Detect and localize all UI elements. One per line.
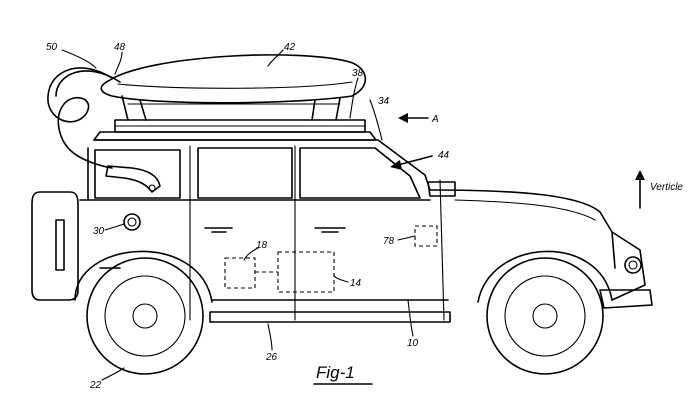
- label-10: 10: [407, 338, 419, 349]
- spare-tire: [31, 191, 79, 301]
- rear-wheel-arch: [74, 250, 213, 303]
- rocker-panel: [209, 311, 451, 323]
- label-34: 34: [378, 96, 390, 107]
- label-50: 50: [46, 42, 58, 53]
- rear-side-window: [94, 149, 181, 199]
- label-a: A: [431, 114, 439, 125]
- front-wheel-arch: [477, 250, 613, 303]
- label-26: 26: [265, 352, 278, 363]
- rear-wheel: [86, 257, 204, 375]
- front-wheel: [486, 257, 604, 375]
- label-38: 38: [352, 68, 364, 79]
- vertical-direction-arrow: [635, 170, 645, 209]
- front-door-window: [299, 147, 421, 199]
- label-22: 22: [89, 380, 102, 391]
- label-30: 30: [93, 226, 105, 237]
- side-panel-arrow: [390, 155, 433, 170]
- label-48: 48: [114, 42, 126, 53]
- charging-cable: [47, 67, 121, 169]
- front-bumper: [599, 289, 653, 309]
- roof-cargo-box: [100, 54, 367, 121]
- label-42: 42: [284, 42, 296, 53]
- control-module-box: [277, 251, 335, 293]
- label-78: 78: [383, 236, 395, 247]
- charge-port: [123, 213, 141, 231]
- rear-door-window: [197, 147, 293, 199]
- fog-light: [624, 256, 642, 274]
- battery-box: [224, 257, 256, 289]
- label-18: 18: [256, 240, 268, 251]
- vehicle-body: [31, 139, 653, 323]
- roof-rack: [93, 119, 377, 141]
- charging-plug: [105, 165, 161, 193]
- side-mirror: [427, 181, 456, 197]
- label-14: 14: [350, 278, 362, 289]
- sensor-module-box: [414, 225, 438, 247]
- leader-lines: [61, 49, 416, 381]
- view-arrow-a: [398, 113, 429, 123]
- figure-caption: Fig-1: [316, 363, 355, 382]
- label-44: 44: [438, 150, 450, 161]
- label-verticle: Verticle: [650, 182, 683, 193]
